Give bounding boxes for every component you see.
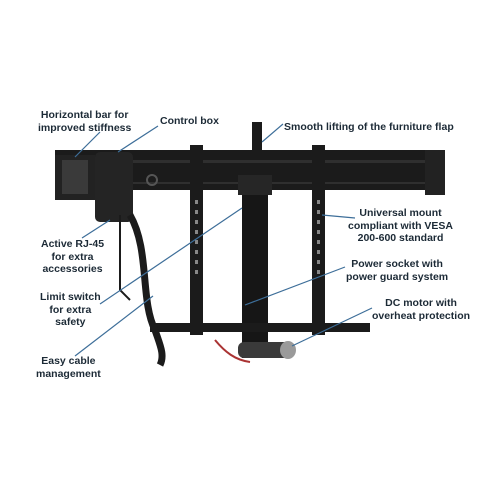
base-bar (150, 323, 370, 332)
leader-control-box (117, 125, 159, 153)
label-horizontal-bar: Horizontal bar for improved stiffness (38, 109, 132, 134)
leader-smooth-lifting (261, 123, 284, 143)
dc-motor (238, 342, 293, 358)
label-control-box: Control box (160, 115, 219, 127)
label-limit-switch: Limit switch for extra safety (40, 291, 101, 328)
cable (126, 213, 166, 367)
leader-dc-motor (291, 307, 373, 347)
leader-easy-cable (74, 295, 154, 357)
label-power-socket: Power socket with power guard system (346, 258, 449, 283)
label-universal-mount: Universal mount compliant with VESA 200-… (348, 207, 454, 244)
leader-universal-mount (321, 214, 356, 219)
leader-limit-switch (99, 207, 243, 305)
lift-handle (252, 122, 262, 152)
label-dc-motor: DC motor with overheat protection (372, 297, 471, 322)
label-active-rj45: Active RJ-45 for extra accessories (41, 238, 105, 275)
leader-active-rj45 (81, 219, 111, 239)
leader-horizontal-bar (74, 131, 101, 158)
control-box (95, 152, 133, 222)
leader-power-socket (244, 266, 346, 306)
label-smooth-lifting: Smooth lifting of the furniture flap (284, 121, 454, 133)
right-end-bracket (425, 150, 445, 195)
label-easy-cable: Easy cable management (36, 355, 101, 380)
